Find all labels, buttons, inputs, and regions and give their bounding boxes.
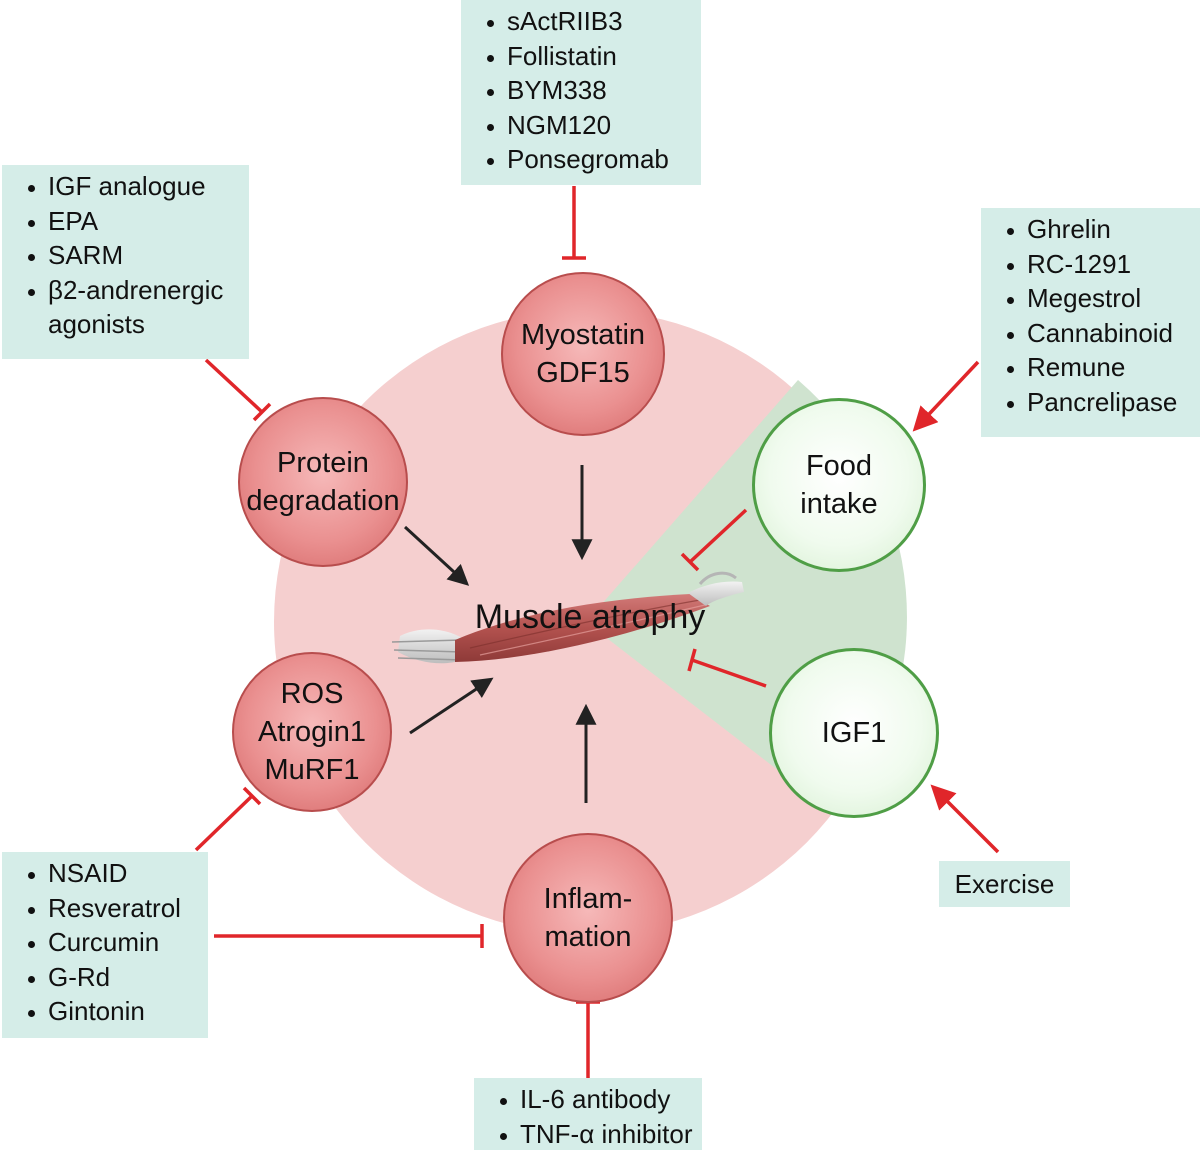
inhibit-food-to-atrophy (688, 508, 748, 564)
drug-list-item: IGF analogue (48, 169, 241, 204)
box-myostatin-drugs: sActRIIB3FollistatinBYM338NGM120Ponsegro… (461, 0, 701, 185)
drug-list-item: sActRIIB3 (507, 4, 693, 39)
drug-list-item: TNF-α inhibitor (520, 1117, 694, 1152)
drug-list-item: Follistatin (507, 39, 693, 74)
node-igf1: IGF1 (769, 648, 939, 818)
muscle-icon (391, 571, 744, 664)
list-food-drugs: GhrelinRC-1291MegestrolCannabinoidRemune… (991, 212, 1192, 419)
box-food-drugs: GhrelinRC-1291MegestrolCannabinoidRemune… (981, 208, 1200, 437)
list-inflammation-drugs: IL-6 antibodyTNF-α inhibitor (484, 1082, 694, 1151)
inhibit-igf1-to-atrophy-bar (687, 648, 697, 672)
node-myostatin: Myostatin GDF15 (501, 272, 665, 436)
list-ros-drugs: NSAIDResveratrolCurcuminG-RdGintonin (12, 856, 200, 1029)
node-food-intake: Food intake (752, 398, 926, 572)
arrow-drugs-to-food (912, 360, 980, 432)
node-ros-label: ROS Atrogin1 MuRF1 (257, 678, 366, 786)
drug-list-item: EPA (48, 204, 241, 239)
inhibit-box-to-ros (194, 794, 254, 852)
list-protein-drugs: IGF analogueEPASARMβ2-andrenergic agonis… (12, 169, 241, 342)
drug-list-item: Megestrol (1027, 281, 1192, 316)
drug-list-item: Gintonin (48, 994, 200, 1029)
box-inflammation-drugs: IL-6 antibodyTNF-α inhibitor (474, 1078, 702, 1150)
drug-list-item: SARM (48, 238, 241, 273)
node-myostatin-label: Myostatin GDF15 (520, 319, 646, 389)
drug-list-item: Ghrelin (1027, 212, 1192, 247)
drug-list-item: Cannabinoid (1027, 316, 1192, 351)
drug-list-item: NGM120 (507, 108, 693, 143)
drug-list-item: Ponsegromab (507, 142, 693, 177)
arrow-protein-to-atrophy (403, 525, 470, 586)
drug-list-item: NSAID (48, 856, 200, 891)
node-inflammation: Inflam- mation (503, 833, 673, 1003)
box-exercise: Exercise (939, 861, 1070, 907)
center-label: Muscle atrophy (474, 598, 706, 636)
drug-list-item: Curcumin (48, 925, 200, 960)
arrow-exercise-to-igf1 (930, 784, 1000, 854)
inhibit-food-to-atrophy-bar (680, 552, 700, 572)
inhibit-igf1-to-atrophy (691, 658, 767, 688)
node-food-label: Food intake (800, 450, 878, 520)
node-igf1-label: IGF1 (821, 717, 887, 749)
drug-list-item: G-Rd (48, 960, 200, 995)
node-protein-label: Protein degradation (246, 447, 400, 517)
drug-list-item: IL-6 antibody (520, 1082, 694, 1117)
node-inflammation-label: Inflam- mation (543, 883, 633, 953)
inhibit-box-to-protein (204, 358, 264, 414)
drug-list-item: β2-andrenergic agonists (48, 273, 241, 342)
drug-list-item: BYM338 (507, 73, 693, 108)
drug-list-item: Remune (1027, 350, 1192, 385)
box-ros-drugs: NSAIDResveratrolCurcuminG-RdGintonin (2, 852, 208, 1038)
list-myostatin-drugs: sActRIIB3FollistatinBYM338NGM120Ponsegro… (471, 4, 693, 177)
node-ros: ROS Atrogin1 MuRF1 (232, 652, 392, 812)
node-protein-degradation: Protein degradation (238, 397, 408, 567)
arrow-ros-to-atrophy (409, 677, 494, 735)
drug-list-item: Resveratrol (48, 891, 200, 926)
box-protein-drugs: IGF analogueEPASARMβ2-andrenergic agonis… (2, 165, 249, 359)
inhibit-box-to-ros-bar (242, 786, 262, 806)
drug-list-item: Pancrelipase (1027, 385, 1192, 420)
inhibit-box-to-protein-bar (252, 402, 272, 422)
drug-list-item: RC-1291 (1027, 247, 1192, 282)
